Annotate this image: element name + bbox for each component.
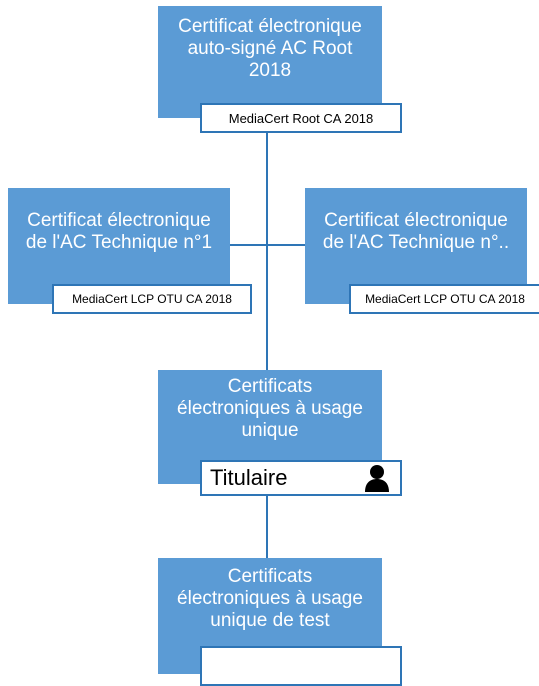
technical-ca-1-label: MediaCert LCP OTU CA 2018 — [52, 284, 252, 314]
root-ca-node: Certificat électronique auto-signé AC Ro… — [158, 6, 382, 118]
holder-label: Titulaire — [200, 460, 402, 496]
person-icon — [364, 464, 390, 492]
technical-ca-1-title: Certificat électronique de l'AC Techniqu… — [25, 210, 213, 253]
technical-ca-n-label-text: MediaCert LCP OTU CA 2018 — [365, 292, 525, 306]
trunk-connector — [266, 130, 268, 370]
single-use-test-certificates-title: Certificats électroniques à usage unique… — [177, 566, 363, 631]
root-ca-title: Certificat électronique auto-signé AC Ro… — [178, 16, 362, 81]
technical-ca-n-title: Certificat électronique de l'AC Techniqu… — [322, 210, 510, 253]
single-use-certificates-title: Certificats électroniques à usage unique — [177, 376, 363, 441]
technical-ca-n-label: MediaCert LCP OTU CA 2018 — [349, 284, 539, 314]
single-use-test-label — [200, 646, 402, 686]
branch-connector-horizontal — [228, 244, 306, 246]
root-ca-label: MediaCert Root CA 2018 — [200, 103, 402, 133]
technical-ca-1-label-text: MediaCert LCP OTU CA 2018 — [72, 292, 232, 306]
root-ca-label-text: MediaCert Root CA 2018 — [228, 110, 374, 126]
lower-connector — [266, 486, 268, 558]
holder-label-text: Titulaire — [210, 465, 288, 490]
technical-ca-1-node: Certificat électronique de l'AC Techniqu… — [8, 188, 230, 304]
